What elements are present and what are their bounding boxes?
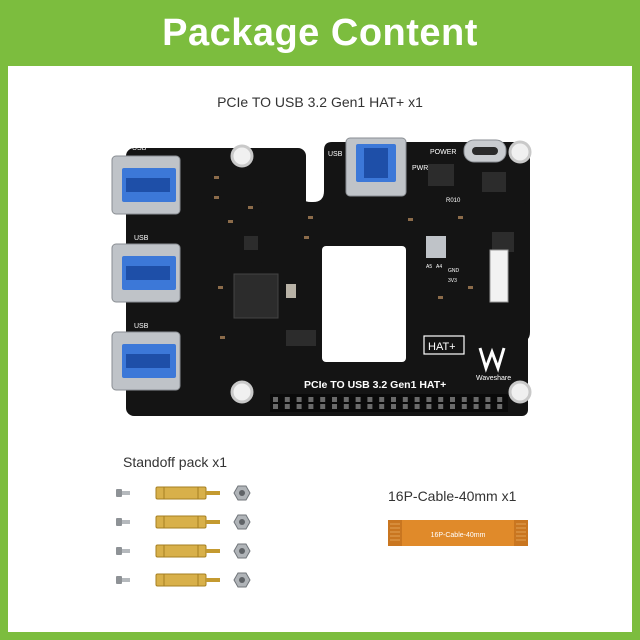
mount-hole xyxy=(508,140,532,164)
mount-hole xyxy=(230,144,254,168)
hex-nut xyxy=(233,485,251,501)
gpio-pin xyxy=(438,404,444,409)
svg-text:A5: A5 xyxy=(426,264,432,270)
chip xyxy=(244,236,258,250)
gpio-pin xyxy=(273,397,278,402)
fpc-connector xyxy=(489,249,509,303)
cable-caption: 16P-Cable-40mm x1 xyxy=(388,488,517,504)
brass-standoff xyxy=(155,544,220,558)
fpc-cable-image: 16P-Cable-40mm xyxy=(388,520,528,546)
gpio-pin xyxy=(284,404,290,409)
gpio-pin xyxy=(367,404,373,409)
chip xyxy=(482,172,506,192)
gpio-pin xyxy=(461,404,467,409)
gpio-pin xyxy=(497,397,503,402)
hex-nut xyxy=(233,514,251,530)
gpio-pin xyxy=(473,397,479,402)
gpio-pin xyxy=(485,404,491,409)
gpio-pin xyxy=(414,404,420,409)
screw xyxy=(116,518,130,526)
usb-label: USB xyxy=(134,323,149,330)
gpio-header xyxy=(270,394,508,412)
gpio-pin xyxy=(332,397,337,402)
svg-text:GND: GND xyxy=(448,268,460,274)
gpio-pin xyxy=(343,397,349,402)
gpio-pin xyxy=(402,397,408,402)
power-label: POWER xyxy=(430,149,456,156)
gpio-pin xyxy=(402,404,408,409)
usb-port-top xyxy=(345,137,407,197)
usb-label: USB xyxy=(134,235,149,242)
svg-text:3V3: 3V3 xyxy=(448,278,457,284)
mount-hole xyxy=(230,380,254,404)
part-label: R010 xyxy=(446,198,461,204)
mount-hole xyxy=(508,380,532,404)
usb-port-left-3 xyxy=(111,331,181,391)
standoff-caption: Standoff pack x1 xyxy=(123,454,228,470)
board-cutout xyxy=(322,246,406,362)
brass-standoff xyxy=(155,515,220,529)
hex-nut xyxy=(233,572,251,588)
hat-caption: PCIe TO USB 3.2 Gen1 HAT+ x1 xyxy=(217,94,423,110)
gpio-pin xyxy=(497,404,503,409)
gpio-pin xyxy=(367,397,373,402)
gpio-pin xyxy=(426,404,432,409)
gpio-pin xyxy=(450,404,455,409)
gpio-pin xyxy=(391,397,396,402)
usb-label: USB xyxy=(132,145,147,152)
screw xyxy=(116,547,130,555)
chip xyxy=(492,232,514,252)
gpio-pin xyxy=(273,404,278,409)
chip xyxy=(286,330,316,346)
crystal xyxy=(286,284,296,298)
gpio-pin xyxy=(355,404,361,409)
content-panel: PCIe TO USB 3.2 Gen1 HAT+ x1 xyxy=(8,66,632,632)
screw xyxy=(116,576,130,584)
gpio-pin xyxy=(379,404,385,409)
gpio-pin xyxy=(308,404,314,409)
pin-labels: A5 A4 GND 3V3 xyxy=(426,264,460,284)
gpio-pin xyxy=(391,404,396,409)
chip xyxy=(426,236,446,258)
usb-port-left-1 xyxy=(111,155,181,215)
gpio-pin xyxy=(284,397,290,402)
gpio-pin xyxy=(308,397,314,402)
gpio-pin xyxy=(296,397,302,402)
brass-standoff xyxy=(155,486,220,500)
hat-board-image: USB USB USB USB POWER PWR R010 xyxy=(111,137,532,416)
standoff-pack-image xyxy=(116,485,251,588)
board-silk-title: PCIe TO USB 3.2 Gen1 HAT+ xyxy=(304,379,446,391)
gpio-pin xyxy=(343,404,349,409)
waveshare-logo-icon xyxy=(478,347,506,373)
pwr-label: PWR xyxy=(412,165,428,172)
svg-text:A4: A4 xyxy=(436,264,442,270)
gpio-pin xyxy=(414,397,420,402)
gpio-pin xyxy=(332,404,337,409)
smd-components xyxy=(214,176,473,339)
usb-label: USB xyxy=(328,151,343,158)
gpio-pin xyxy=(485,397,491,402)
gpio-pin xyxy=(355,397,361,402)
gpio-pin xyxy=(426,397,432,402)
gpio-pin xyxy=(320,397,326,402)
chip xyxy=(428,164,454,186)
cable-label: 16P-Cable-40mm xyxy=(431,532,486,539)
page-title: Package Content xyxy=(162,11,478,54)
screw xyxy=(116,489,130,497)
gpio-pin xyxy=(473,404,479,409)
gpio-pin xyxy=(379,397,385,402)
gpio-pin xyxy=(296,404,302,409)
brass-standoff xyxy=(155,573,220,587)
gpio-pin xyxy=(461,397,467,402)
controller-chip xyxy=(233,273,279,319)
brand-label: Waveshare xyxy=(476,375,511,382)
usb-port-left-2 xyxy=(111,243,181,303)
hat-badge: HAT+ xyxy=(428,341,456,353)
gpio-pin xyxy=(320,404,326,409)
gpio-pin xyxy=(438,397,444,402)
hat-badge-box xyxy=(423,335,465,355)
gpio-pin xyxy=(450,397,455,402)
hex-nut xyxy=(233,543,251,559)
